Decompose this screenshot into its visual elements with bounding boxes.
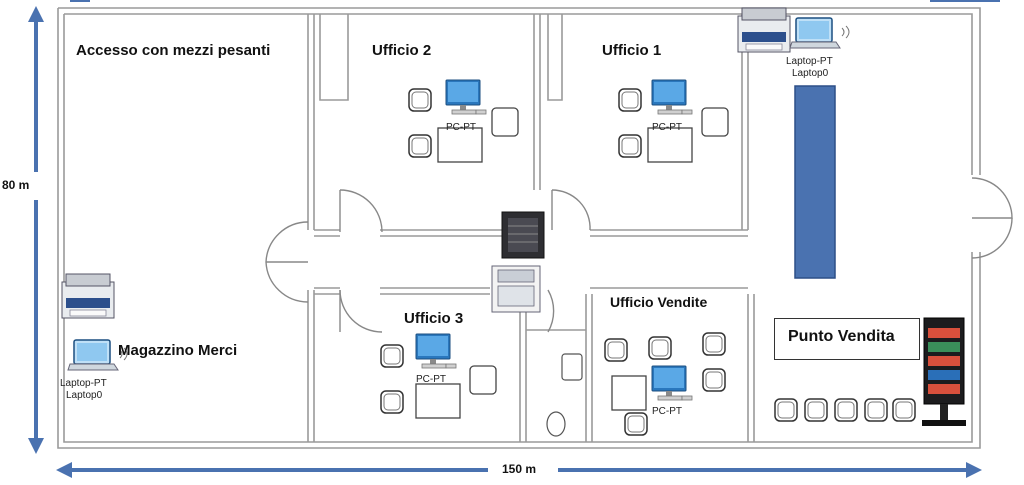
laptop-name-right: Laptop0 (792, 68, 829, 79)
laptop-name-left: Laptop0 (66, 390, 103, 401)
pc-label-ufficio-3: PC-PT (416, 374, 446, 385)
label-ufficio-vendite: Ufficio Vendite (610, 294, 708, 310)
label-punto-vendita: Punto Vendita (788, 328, 895, 345)
dimension-height: 80 m (2, 178, 30, 192)
pc-label-vendite: PC-PT (652, 406, 682, 417)
punto-vendita-sign (774, 318, 920, 360)
label-ufficio-1: Ufficio 1 (602, 42, 662, 59)
label-magazzino: Magazzino Merci (118, 342, 238, 359)
label-ufficio-2: Ufficio 2 (372, 42, 432, 59)
label-accesso: Accesso con mezzi pesanti (76, 42, 271, 59)
dimension-width: 150 m (502, 462, 537, 476)
laptop-type-right: Laptop-PT (786, 56, 833, 67)
pc-label-ufficio-2: PC-PT (446, 122, 476, 133)
label-ufficio-3: Ufficio 3 (404, 310, 464, 327)
laptop-type-left: Laptop-PT (60, 378, 107, 389)
pc-label-ufficio-1: PC-PT (652, 122, 682, 133)
